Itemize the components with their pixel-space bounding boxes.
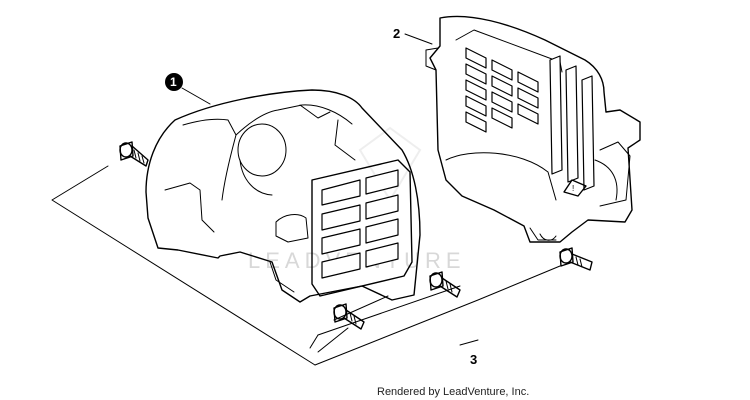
callout-3-bracket: [51, 165, 561, 366]
screw-mid[interactable]: [429, 271, 461, 298]
callout-3-label: 3: [470, 352, 477, 367]
callout-1: 1: [165, 73, 183, 91]
part-2-shroud[interactable]: !: [425, 15, 641, 243]
screw-lower[interactable]: [333, 303, 365, 330]
part-1-front-cover[interactable]: [145, 89, 421, 303]
footer-credit: Rendered by LeadVenture, Inc.: [377, 386, 529, 398]
screw-right[interactable]: [559, 247, 593, 271]
callout-1-leader: [181, 87, 211, 105]
callout-2-label: 2: [393, 26, 400, 41]
screw-upper-left[interactable]: [119, 141, 149, 167]
callout-1-badge: [165, 73, 183, 91]
callout-2-leader: [404, 33, 433, 45]
callout-1-label: 1: [170, 75, 177, 89]
svg-text:!: !: [572, 184, 574, 193]
